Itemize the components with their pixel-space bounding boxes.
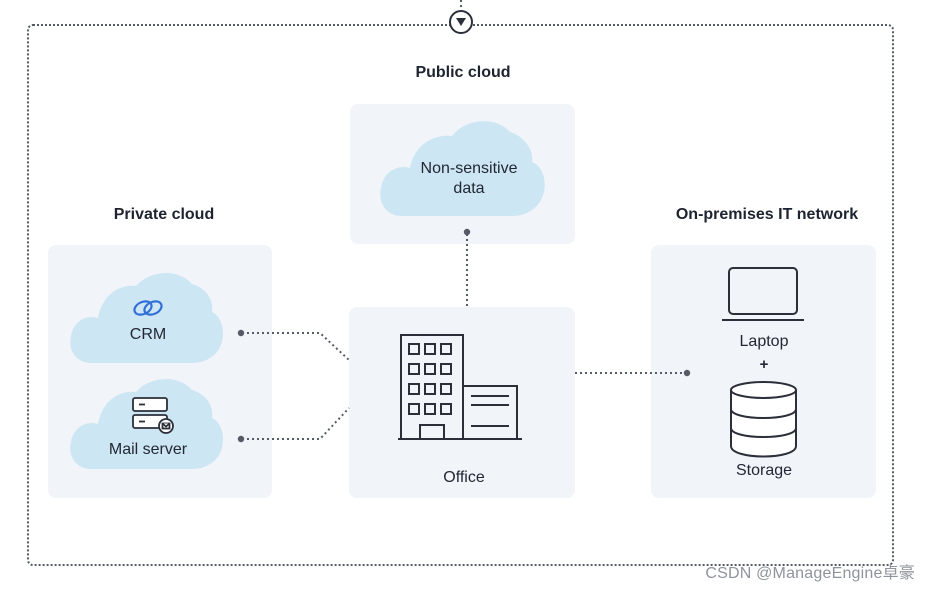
- laptop-icon: [722, 267, 804, 321]
- non-sensitive-label-line1: Non-sensitive: [420, 160, 518, 177]
- crm-logo-icon: [133, 300, 163, 316]
- crm-label: CRM: [129, 326, 167, 343]
- connector-dots: [237, 228, 691, 443]
- watermark: CSDN @ManageEngine卓豪: [705, 565, 915, 582]
- office-label: Office: [443, 469, 485, 486]
- storage-icon: [730, 381, 797, 458]
- storage-label: Storage: [735, 462, 793, 479]
- server-icon: [132, 397, 174, 434]
- plus-label: +: [759, 356, 769, 373]
- non-sensitive-label-line2: data: [453, 180, 485, 197]
- office-building-icon: [398, 334, 522, 440]
- private-cloud-title: Private cloud: [113, 206, 215, 223]
- on-premises-title: On-premises IT network: [675, 206, 859, 223]
- public-cloud-title: Public cloud: [415, 64, 511, 81]
- chevron-down-icon: [456, 18, 466, 26]
- mail-server-label: Mail server: [108, 441, 188, 458]
- non-sensitive-cloud-icon: [380, 121, 545, 216]
- crm-cloud-icon: [70, 272, 223, 363]
- dotted-connectors: [242, 234, 686, 440]
- laptop-label: Laptop: [739, 333, 789, 350]
